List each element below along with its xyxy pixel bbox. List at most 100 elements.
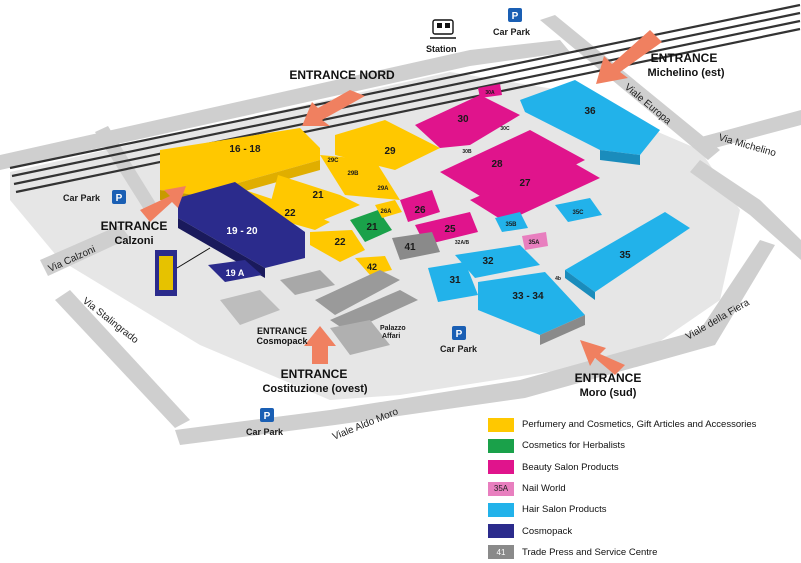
road-europa: [540, 15, 720, 160]
legend-label: Beauty Salon Products: [522, 461, 619, 473]
legend: Perfumery and Cosmetics, Gift Articles a…: [488, 414, 798, 563]
palazzo-affari[interactable]: Palazzo Affari: [330, 320, 406, 355]
hall-label: 42: [367, 262, 377, 272]
hall-label: 19 - 20: [226, 226, 258, 237]
parking-symbol: P: [116, 193, 123, 204]
hall-26[interactable]: 26: [400, 190, 440, 222]
entrance-michelino-label-2: Michelino (est): [647, 67, 724, 79]
hall-29[interactable]: 29 29C 29B 29A: [320, 120, 440, 200]
hall-27[interactable]: 27: [470, 158, 600, 222]
hall-label: 21: [312, 190, 324, 201]
road-fiera: [690, 160, 801, 260]
entrance-moro-label-1: ENTRANCE: [575, 371, 642, 385]
hall-label: 21: [366, 222, 378, 233]
hall-26a[interactable]: 26A: [375, 200, 402, 218]
hall-label: 30: [457, 114, 469, 125]
hall-35c[interactable]: 35C: [555, 198, 602, 222]
legend-item: 35A Nail World: [488, 478, 798, 499]
arrow-costituzione: [304, 326, 336, 364]
arrow-nord: [302, 90, 365, 126]
arrow-calzoni: [140, 186, 186, 222]
hall-label: 25: [444, 224, 456, 235]
hall-label: 29C: [327, 158, 339, 164]
hall-label: 35A: [528, 240, 540, 246]
parking-icon: [112, 190, 126, 204]
legend-item: Beauty Salon Products: [488, 457, 798, 478]
road-west-loop: [95, 126, 160, 216]
hall-22-a[interactable]: 22: [245, 190, 330, 230]
legend-item: Cosmetics for Herbalists: [488, 435, 798, 456]
legend-swatch: 41: [488, 545, 514, 560]
entrance-calzoni-label-2: Calzoni: [114, 235, 153, 247]
station-label: Station: [426, 44, 457, 54]
entrance-michelino-label-1: ENTRANCE: [651, 51, 718, 65]
parking-symbol: P: [456, 329, 463, 340]
palazzo-label-1: Palazzo: [380, 325, 406, 332]
hall-label: 36: [584, 106, 596, 117]
hall-28[interactable]: 28: [440, 130, 585, 205]
hall-35[interactable]: 35 4b: [555, 212, 690, 300]
hall-label: 4b: [555, 276, 561, 282]
parking-icon: [452, 326, 466, 340]
hall-label: 22: [284, 208, 296, 219]
arrow-michelino: [596, 30, 662, 84]
hall-42[interactable]: 42: [355, 256, 392, 275]
carpark-label: Car Park: [246, 427, 284, 437]
parking-symbol: P: [512, 11, 519, 22]
legend-label: Cosmopack: [522, 525, 573, 537]
hall-30[interactable]: 30 30A 30C 30B: [415, 84, 520, 155]
hall-label: 29A: [377, 186, 389, 192]
legend-item: Cosmopack: [488, 520, 798, 541]
hall-label: 35: [619, 250, 631, 261]
hall-32[interactable]: 32 32A/B: [455, 240, 540, 278]
train-icon: [430, 19, 456, 39]
hall-label: 29B: [347, 171, 359, 177]
hall-label: 32A/B: [455, 240, 470, 246]
carpark-west[interactable]: Car Park P: [63, 190, 126, 204]
legend-label: Hair Salon Products: [522, 504, 607, 516]
road-michelino: [690, 110, 801, 152]
road-calzoni: [40, 225, 130, 276]
legend-label: Cosmetics for Herbalists: [522, 440, 625, 452]
legend-label: Trade Press and Service Centre: [522, 546, 658, 558]
hall-label: 30A: [485, 90, 495, 96]
carpark-south[interactable]: P Car Park: [246, 408, 284, 437]
road-aldo-moro: [175, 240, 775, 445]
entrance-costituzione-label-1: ENTRANCE: [281, 367, 348, 381]
road-stalingrado: [55, 290, 190, 428]
hall-22-b[interactable]: 22: [310, 230, 365, 262]
carpark-center[interactable]: P Car Park: [440, 326, 478, 354]
entrance-calzoni-label-1: ENTRANCE: [101, 219, 168, 233]
legend-item: 41 Trade Press and Service Centre: [488, 542, 798, 563]
hall-label: 27: [519, 178, 531, 189]
hall-33-34[interactable]: 33 - 34: [478, 272, 585, 345]
hall-31[interactable]: 31: [428, 262, 478, 302]
hall-label: 33 - 34: [512, 291, 544, 302]
legend-item: Hair Salon Products: [488, 499, 798, 520]
hall-21-green[interactable]: 21: [350, 210, 392, 242]
hall-19a[interactable]: 19 A: [208, 260, 262, 282]
legend-swatch: [488, 460, 514, 475]
hall-label: 28: [491, 159, 503, 170]
hall-label: 26: [414, 205, 426, 216]
station[interactable]: Station: [426, 19, 457, 54]
parking-symbol: P: [264, 411, 271, 422]
entrance-cosmopack-label-1: ENTRANCE: [257, 326, 307, 336]
hall-label: 19 A: [226, 268, 245, 278]
service-buildings: [220, 270, 418, 332]
entrance-costituzione-label-2: Costituzione (ovest): [262, 383, 367, 395]
carpark-north[interactable]: P Car Park: [493, 8, 531, 37]
hall-36[interactable]: 36: [520, 80, 660, 165]
legend-swatch: [488, 438, 514, 453]
hall-41[interactable]: 41: [392, 232, 440, 260]
legend-item: Perfumery and Cosmetics, Gift Articles a…: [488, 414, 798, 435]
hall-35a[interactable]: 35A: [522, 232, 548, 250]
entrance-cosmopack-label-2: Cosmopack: [256, 336, 308, 346]
legend-swatch: 35A: [488, 481, 514, 496]
palazzo-label-2: Affari: [382, 333, 400, 340]
hall-35b[interactable]: 35B: [495, 212, 528, 232]
arrow-moro: [580, 340, 625, 375]
parking-icon: [260, 408, 274, 422]
parking-icon: [508, 8, 522, 22]
